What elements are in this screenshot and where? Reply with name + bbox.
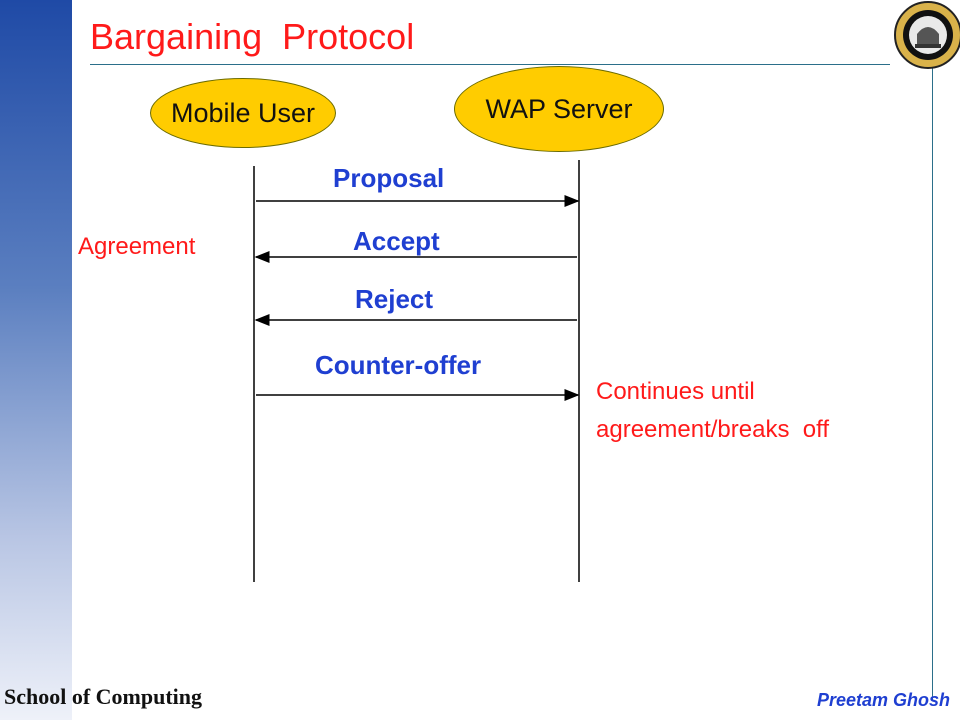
message-reject: Reject: [355, 284, 434, 314]
actor-mobile-user: Mobile User: [150, 78, 336, 148]
note-agreement: Agreement: [78, 233, 196, 260]
actor-mobile-user-label: Mobile User: [170, 97, 316, 128]
university-seal-icon: [894, 1, 960, 69]
message-proposal: Proposal: [333, 163, 445, 193]
message-counter-offer: Counter-offer: [315, 350, 482, 380]
side-gradient-bar: [0, 0, 72, 720]
right-divider: [932, 60, 933, 700]
note-continues-line1: Continues until: [596, 378, 755, 405]
footer-school: School of Computing: [4, 684, 203, 709]
slide-title: Bargaining Protocol: [90, 16, 415, 57]
actor-wap-server: WAP Server: [454, 66, 664, 152]
footer-author: Preetam Ghosh: [816, 690, 950, 710]
message-accept: Accept: [353, 226, 440, 256]
actor-wap-server-label: WAP Server: [485, 93, 633, 124]
note-continues-line2: agreement/breaks off: [596, 416, 830, 443]
title-divider: [90, 64, 890, 65]
note-continues: Continues until agreement/breaks off: [596, 373, 926, 449]
